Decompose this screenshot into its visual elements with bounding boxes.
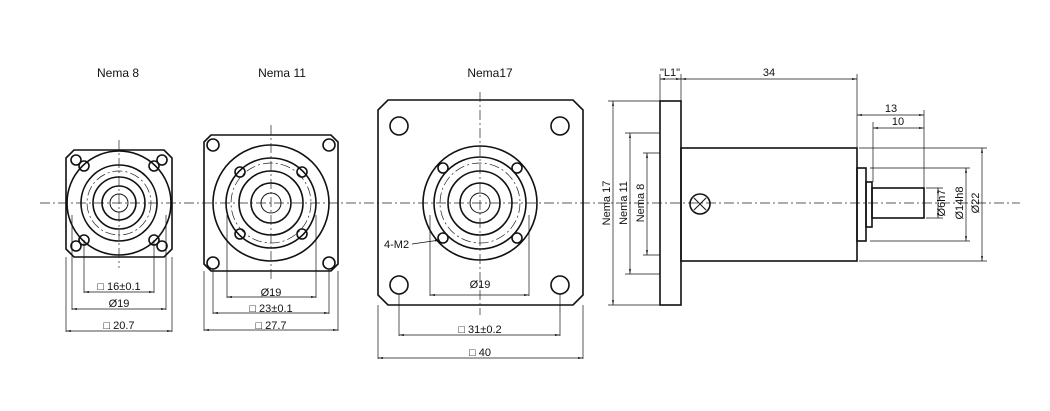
nema8-front-view xyxy=(65,140,173,332)
nema17-thread-label: 4-M2 xyxy=(384,239,409,251)
nema11-pilot-dim: Ø19 xyxy=(261,287,282,299)
nema11-front-view xyxy=(203,125,339,331)
title-nema11: Nema 11 xyxy=(258,66,306,80)
nema11-square-dim: □ 27.7 xyxy=(255,320,286,332)
pilot-diameter-dim: Ø14h8 xyxy=(954,186,966,219)
nema8-square-dim: □ 20.7 xyxy=(103,320,134,332)
nema17-front-view xyxy=(377,92,584,359)
nema17-pitch-dim: □ 31±0.2 xyxy=(458,324,501,336)
title-nema17: Nema17 xyxy=(467,66,513,80)
body-diameter-dim: Ø22 xyxy=(970,193,982,214)
shaft-10-dim: 10 xyxy=(892,116,904,128)
shaft-13-dim: 13 xyxy=(885,103,897,115)
body-length-dim: 34 xyxy=(763,67,775,79)
title-nema8: Nema 8 xyxy=(97,66,139,80)
nema11-height-dim: Nema 11 xyxy=(618,181,630,225)
nema8-height-dim: Nema 8 xyxy=(635,184,647,223)
nema11-pitch-dim: □ 23±0.1 xyxy=(249,303,292,315)
screw-icon xyxy=(689,193,711,215)
nema17-height-dim: Nema 17 xyxy=(601,181,613,226)
nema17-square-dim: □ 40 xyxy=(469,347,491,359)
nema8-pitch-dim: □ 16±0.1 xyxy=(97,281,140,293)
shaft-diameter-dim: Ø6h7 xyxy=(936,190,948,217)
flange-length-dim: "L1" xyxy=(660,67,680,79)
side-view xyxy=(608,74,987,306)
nema17-pilot-dim: Ø19 xyxy=(470,279,491,291)
nema8-pilot-dim: Ø19 xyxy=(109,298,130,310)
